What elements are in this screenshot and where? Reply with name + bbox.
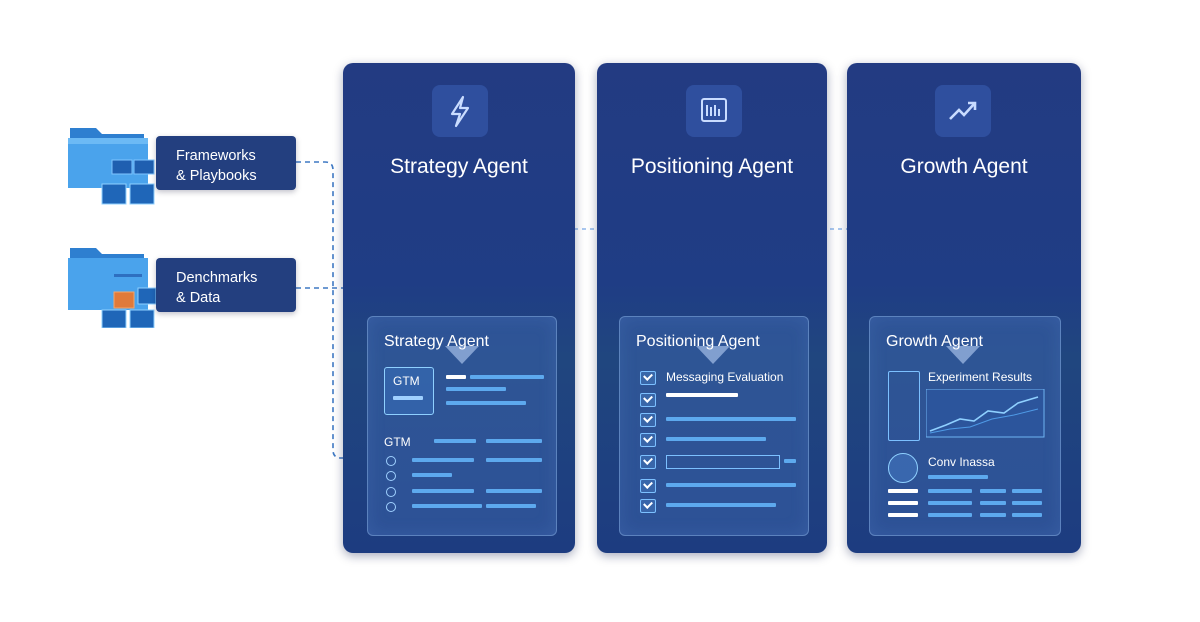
checkbox-icon xyxy=(640,433,656,447)
agent-column-positioning: Positioning Agent Positioning Agent Mess… xyxy=(597,63,827,553)
source-label: Frameworks & Playbooks xyxy=(156,136,296,190)
panel-title: Strategy Agent xyxy=(384,333,489,350)
agent-column-strategy: Strategy Agent Strategy Agent GTM GTM xyxy=(343,63,575,553)
agent-title: Positioning Agent xyxy=(630,155,794,178)
agent-panel-positioning: Positioning Agent Messaging Evaluation xyxy=(619,316,809,536)
source-benchmarks: Denchmarks & Data xyxy=(68,244,296,328)
checkbox-icon xyxy=(640,413,656,427)
subsection-title: Conv Inassa xyxy=(928,455,995,469)
agent-title: Growth Agent xyxy=(900,155,1028,178)
checkbox-icon xyxy=(640,393,656,407)
trend-up-icon xyxy=(935,85,991,137)
source-frameworks: Frameworks & Playbooks xyxy=(68,122,296,206)
legend-box xyxy=(888,371,920,441)
gtm-label: GTM xyxy=(393,374,420,388)
panel-title: Growth Agent xyxy=(886,333,983,350)
results-line-chart xyxy=(926,389,1045,438)
folder-icon xyxy=(68,248,156,328)
folder-icon xyxy=(68,128,155,205)
agent-panel-growth: Growth Agent Experiment Results Conv Ina… xyxy=(869,316,1061,536)
checkbox-icon xyxy=(640,455,656,469)
gtm-label: GTM xyxy=(384,435,411,449)
source-label: Denchmarks & Data xyxy=(156,258,296,312)
lightning-icon xyxy=(432,85,488,137)
section-title: Messaging Evaluation xyxy=(666,370,784,384)
agent-column-growth: Growth Agent Growth Agent Experiment Res… xyxy=(847,63,1081,553)
connector-frameworks xyxy=(296,161,350,459)
progress-field xyxy=(666,455,780,469)
checkbox-icon xyxy=(640,499,656,513)
agent-panel-strategy: Strategy Agent GTM GTM xyxy=(367,316,557,536)
checkbox-icon xyxy=(640,479,656,493)
gtm-card: GTM xyxy=(384,367,434,415)
checkbox-icon xyxy=(640,371,656,385)
panel-title: Positioning Agent xyxy=(636,333,760,350)
agent-title: Strategy Agent xyxy=(390,155,528,178)
section-title: Experiment Results xyxy=(928,370,1033,384)
gauge-icon xyxy=(888,453,918,483)
chart-board-icon xyxy=(686,85,742,137)
